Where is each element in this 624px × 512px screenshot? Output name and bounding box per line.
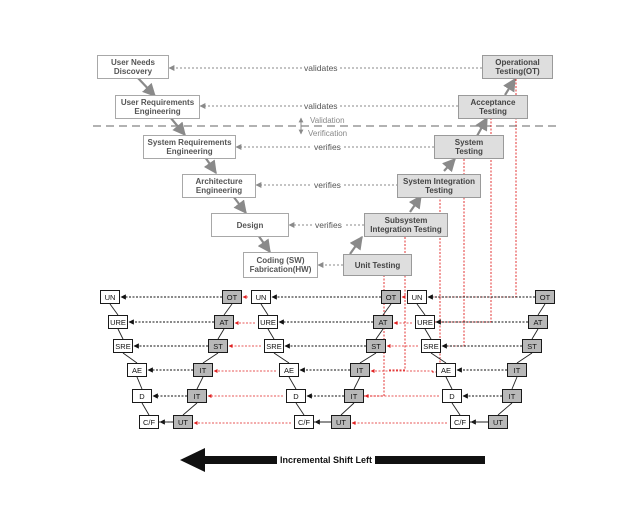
- mini-right-edge-1-4: [196, 376, 204, 390]
- mini-right-box-3-st: ST: [522, 339, 542, 353]
- descent-arrow-3: [203, 156, 217, 175]
- mini-right-edge-2-5: [340, 402, 355, 416]
- shift-left-arrowhead: [180, 448, 205, 472]
- mini-left-box-2-sre: SRE: [264, 339, 284, 353]
- mini-right-box-3-at: AT: [528, 315, 548, 329]
- unit-testing: Unit Testing: [343, 254, 412, 276]
- mini-right-box-1-ot: OT: [222, 290, 242, 304]
- red-link-sub: [388, 237, 406, 371]
- mini-right-box-2-it: IT: [344, 389, 364, 403]
- mini-right-box-1-st: ST: [208, 339, 228, 353]
- mini-left-edge-1-1: [109, 303, 119, 316]
- acceptance-testing: Acceptance Testing: [458, 95, 528, 119]
- system-integration-testing: System Integration Testing: [397, 174, 481, 198]
- mini-left-edge-2-3: [273, 352, 290, 364]
- mini-left-edge-3-2: [424, 328, 432, 340]
- ascent-arrow-1: [349, 235, 363, 255]
- coding-fabrication: Coding (SW) Fabrication(HW): [243, 252, 318, 278]
- mini-left-box-1-ae: AE: [127, 363, 147, 377]
- descent-arrow-4: [232, 195, 247, 215]
- mini-left-edge-2-5: [295, 402, 305, 416]
- mini-left-box-3-d: D: [442, 389, 462, 403]
- mini-left-box-3-c-f: C/F: [450, 415, 470, 429]
- mini-left-edge-2-2: [267, 328, 275, 340]
- mini-right-edge-3-2: [531, 328, 539, 340]
- design-box: Design: [211, 213, 289, 237]
- mini-right-box-2-at: AT: [373, 315, 393, 329]
- mini-left-edge-1-2: [117, 328, 124, 340]
- mini-right-edge-1-5: [182, 402, 198, 416]
- mini-right-edge-3-5: [497, 402, 513, 416]
- system-testing: System Testing: [434, 135, 504, 159]
- mini-left-edge-1-4: [136, 376, 143, 390]
- mini-left-box-2-ae: AE: [279, 363, 299, 377]
- mini-right-box-3-it: IT: [502, 389, 522, 403]
- operational-testing: Operational Testing(OT): [482, 55, 553, 79]
- validates-label-1: validates: [302, 63, 340, 73]
- subsystem-integration-testing: Subsystem Integration Testing: [364, 213, 448, 237]
- ascent-arrow-5: [503, 77, 516, 96]
- mini-right-edge-3-4: [511, 376, 518, 390]
- architecture-engineering: Architecture Engineering: [182, 174, 256, 198]
- descent-arrow-1: [136, 76, 156, 97]
- mini-left-edge-3-4: [445, 376, 453, 390]
- mini-right-edge-1-3: [202, 352, 219, 364]
- mini-left-box-1-ure: URE: [108, 315, 128, 329]
- mini-right-box-2-st: ST: [366, 339, 386, 353]
- mini-left-edge-3-5: [451, 402, 461, 416]
- mini-right-edge-2-2: [375, 328, 384, 340]
- user-requirements-engineering: User Requirements Engineering: [115, 95, 200, 119]
- mini-left-box-2-c-f: C/F: [294, 415, 314, 429]
- mini-right-box-1-at: AT: [214, 315, 234, 329]
- mini-right-box-3-ot: OT: [535, 290, 555, 304]
- mini-left-box-1-sre: SRE: [113, 339, 133, 353]
- mini-right-box-3-ut: UT: [488, 415, 508, 429]
- mini-left-edge-3-3: [430, 352, 447, 364]
- system-requirements-engineering: System Requirements Engineering: [143, 135, 236, 159]
- verifies-label-3: verifies: [313, 220, 344, 230]
- mini-right-box-2-ot: OT: [381, 290, 401, 304]
- mini-right-edge-2-4: [353, 376, 361, 390]
- verifies-label-1: verifies: [312, 142, 343, 152]
- mini-left-box-2-d: D: [286, 389, 306, 403]
- validates-label-2: validates: [302, 101, 340, 111]
- mini-right-edge-3-3: [516, 352, 533, 364]
- mini-left-box-3-sre: SRE: [421, 339, 441, 353]
- mini-right-box-2-ut: UT: [331, 415, 351, 429]
- validation-label: Validation: [308, 116, 347, 125]
- mini-left-edge-1-3: [122, 352, 138, 364]
- mini-right-edge-1-1: [223, 303, 233, 316]
- mini-right-box-2-it: IT: [350, 363, 370, 377]
- mini-right-box-1-ut: UT: [173, 415, 193, 429]
- mini-left-box-2-ure: URE: [258, 315, 278, 329]
- verifies-label-2: verifies: [312, 180, 343, 190]
- mini-right-edge-2-1: [382, 303, 392, 316]
- mini-right-edge-1-2: [217, 328, 225, 340]
- mini-left-box-1-c-f: C/F: [139, 415, 159, 429]
- mini-left-box-2-un: UN: [251, 290, 271, 304]
- ascent-arrow-3: [442, 158, 456, 173]
- ascent-arrow-4: [475, 116, 488, 137]
- mini-left-box-3-ae: AE: [436, 363, 456, 377]
- descent-arrow-2: [169, 116, 186, 137]
- mini-right-edge-2-3: [359, 352, 377, 364]
- mini-left-box-1-d: D: [132, 389, 152, 403]
- mini-right-box-1-it: IT: [187, 389, 207, 403]
- mini-right-box-3-it: IT: [507, 363, 527, 377]
- descent-arrow-5: [257, 234, 271, 254]
- mini-left-edge-1-5: [141, 402, 150, 416]
- mini-left-edge-3-1: [416, 303, 426, 316]
- mini-right-edge-3-1: [537, 303, 546, 316]
- mini-left-edge-2-4: [288, 376, 297, 390]
- incremental-shift-left-label: Incremental Shift Left: [277, 455, 376, 466]
- mini-left-box-3-ure: URE: [415, 315, 435, 329]
- verification-label: Verification: [306, 129, 350, 138]
- mini-left-edge-2-1: [260, 303, 269, 316]
- mini-left-box-1-un: UN: [100, 290, 120, 304]
- ascent-arrow-2: [408, 194, 422, 213]
- mini-left-box-3-un: UN: [407, 290, 427, 304]
- mini-right-box-1-it: IT: [193, 363, 213, 377]
- user-needs-discovery: User Needs Discovery: [97, 55, 169, 79]
